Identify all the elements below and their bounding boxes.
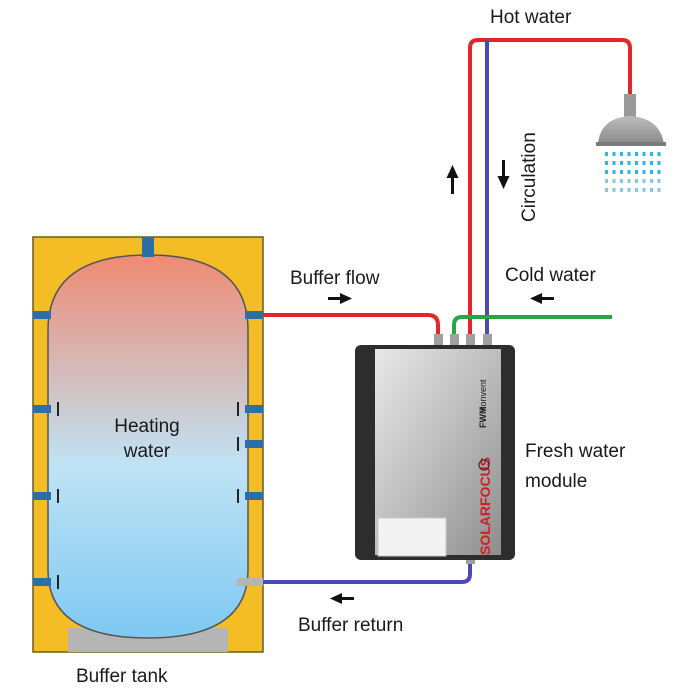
water-drop bbox=[605, 161, 608, 165]
tank-top-connector bbox=[142, 237, 154, 257]
tank-connector bbox=[33, 405, 51, 413]
water-drop bbox=[650, 170, 653, 174]
water-drop bbox=[650, 161, 653, 165]
water-drop bbox=[657, 179, 661, 183]
module-model-suffix: konvent bbox=[478, 379, 488, 411]
water-drop bbox=[635, 152, 638, 156]
labels: Hot water Circulation Buffer flow Cold w… bbox=[76, 7, 626, 687]
water-drop bbox=[612, 188, 616, 192]
label-fresh-water-2: module bbox=[525, 471, 587, 492]
water-drop bbox=[627, 179, 631, 183]
cold-water-pipe bbox=[452, 315, 612, 340]
module-connector bbox=[450, 334, 459, 348]
water-drop bbox=[627, 170, 631, 174]
label-heating-water-2: water bbox=[123, 441, 171, 462]
module-brand: SOLARFOCUS bbox=[477, 457, 493, 555]
tank-return-connector bbox=[237, 578, 263, 586]
arrow-up-icon bbox=[446, 165, 459, 194]
water-drop bbox=[635, 179, 638, 183]
arrow-left-icon bbox=[530, 293, 554, 304]
water-drop bbox=[635, 170, 638, 174]
tank-connector bbox=[33, 492, 51, 500]
flow-arrows bbox=[328, 160, 554, 604]
tank-connector bbox=[245, 405, 263, 413]
water-drop bbox=[650, 152, 653, 156]
label-heating-water-1: Heating bbox=[114, 416, 180, 437]
water-drops bbox=[605, 152, 661, 192]
water-drop bbox=[612, 179, 616, 183]
tank-connector bbox=[33, 578, 51, 586]
water-drop bbox=[642, 152, 646, 156]
water-drop bbox=[605, 152, 608, 156]
water-drop bbox=[642, 170, 646, 174]
arrow-down-icon bbox=[497, 160, 510, 189]
water-drop bbox=[605, 170, 608, 174]
water-drop bbox=[642, 161, 646, 165]
water-drop bbox=[627, 152, 631, 156]
water-drop bbox=[612, 170, 616, 174]
label-cold-water: Cold water bbox=[505, 265, 596, 286]
water-drop bbox=[642, 188, 646, 192]
module-model: FWM bbox=[478, 407, 488, 429]
hot-water-pipe bbox=[468, 38, 632, 340]
fresh-water-module: SOLARFOCUS FWM konvent bbox=[355, 334, 515, 564]
tank-connector bbox=[245, 311, 263, 319]
tank-connector bbox=[245, 440, 263, 448]
label-circulation: Circulation bbox=[519, 132, 540, 222]
shower-head bbox=[596, 94, 666, 192]
label-hot-water: Hot water bbox=[490, 7, 572, 28]
globe-icon bbox=[478, 459, 490, 471]
water-drop bbox=[605, 188, 608, 192]
shower-dome bbox=[598, 116, 664, 144]
tank-connector bbox=[33, 311, 51, 319]
tank-body bbox=[47, 254, 249, 639]
water-drop bbox=[635, 161, 638, 165]
water-drop bbox=[612, 161, 616, 165]
water-drop bbox=[620, 188, 623, 192]
pipes bbox=[263, 38, 632, 584]
water-drop bbox=[642, 179, 646, 183]
water-drop bbox=[635, 188, 638, 192]
shower-plate bbox=[596, 142, 666, 146]
water-drop bbox=[605, 179, 608, 183]
buffer-return-pipe bbox=[263, 558, 472, 584]
label-fresh-water-1: Fresh water bbox=[525, 441, 626, 462]
water-drop bbox=[612, 152, 616, 156]
module-connector bbox=[434, 334, 443, 348]
arrow-left-icon bbox=[330, 593, 354, 604]
module-connector bbox=[483, 334, 492, 348]
buffer-tank bbox=[32, 236, 264, 653]
water-drop bbox=[657, 188, 661, 192]
water-drop bbox=[627, 188, 631, 192]
label-buffer-flow: Buffer flow bbox=[290, 268, 380, 289]
water-drop bbox=[620, 161, 623, 165]
water-drop bbox=[650, 179, 653, 183]
water-drop bbox=[657, 152, 661, 156]
water-drop bbox=[620, 179, 623, 183]
tank-connector bbox=[245, 492, 263, 500]
shower-arm bbox=[624, 94, 636, 120]
water-drop bbox=[620, 170, 623, 174]
water-drop bbox=[657, 170, 661, 174]
water-drop bbox=[650, 188, 653, 192]
label-buffer-tank: Buffer tank bbox=[76, 666, 168, 687]
module-connector bbox=[466, 334, 475, 348]
arrow-right-icon bbox=[328, 293, 352, 304]
water-drop bbox=[657, 161, 661, 165]
water-drop bbox=[627, 161, 631, 165]
buffer-flow-pipe bbox=[263, 313, 440, 340]
module-display bbox=[377, 517, 447, 557]
label-buffer-return: Buffer return bbox=[298, 615, 403, 636]
water-drop bbox=[620, 152, 623, 156]
